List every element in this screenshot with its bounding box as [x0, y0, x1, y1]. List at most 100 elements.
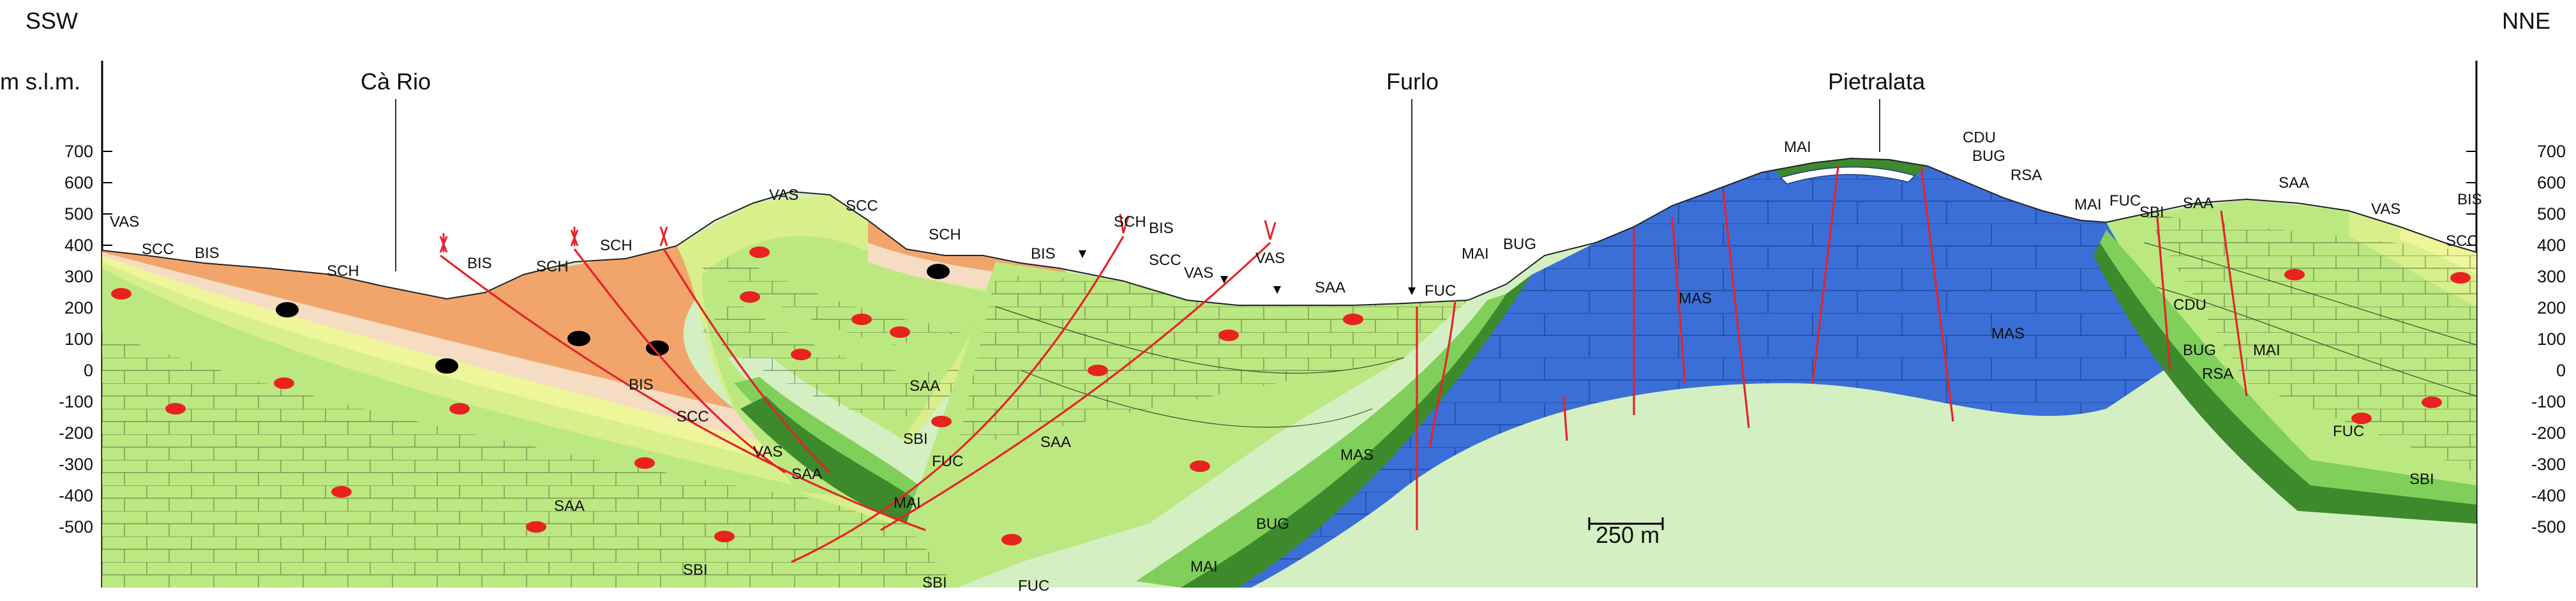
formation-label: BIS [1149, 220, 1174, 237]
triangle-marker-icon [1408, 287, 1416, 295]
furlo-west-flank [906, 262, 1532, 588]
axis-tick-label: 500 [2537, 204, 2566, 224]
axis-tick-label: -100 [2531, 392, 2566, 411]
formation-label: VAS [769, 186, 798, 204]
chert-nodule [1088, 365, 1108, 376]
axis-unit-label: m s.l.m. [0, 68, 80, 95]
right-elevation-axis: 7006005004003002001000-100-200-300-400-5… [2466, 61, 2566, 588]
formation-label: MAS [1679, 290, 1712, 307]
formation-label: BIS [629, 376, 654, 393]
formation-label: BUG [2183, 342, 2216, 359]
fault-arrow-icon [570, 227, 579, 247]
axis-tick-label: 500 [64, 204, 93, 224]
formation-label: SAA [1315, 279, 1345, 296]
chert-nodule [931, 416, 952, 427]
formation-label: SCC [677, 408, 709, 425]
chert-nodule [791, 349, 811, 360]
formation-label: SCH [1114, 213, 1146, 231]
axis-tick-label: 400 [64, 236, 93, 255]
axis-tick-label: -500 [59, 517, 93, 536]
formation-label: MAI [1462, 245, 1489, 262]
fault-line [573, 248, 786, 474]
chert-nodule [2422, 397, 2442, 408]
formation-label: BUG [1503, 236, 1536, 253]
fault-arrow-icon [439, 233, 448, 253]
axis-tick-label: 400 [2537, 236, 2566, 255]
fault-arrow-icon [659, 226, 668, 247]
axis-tick-label: -500 [2531, 517, 2566, 536]
formation-label: VAS [753, 443, 783, 460]
locality-furlo: Furlo [1386, 68, 1439, 95]
fault-line [1562, 395, 1568, 441]
chert-nodules [111, 247, 2471, 545]
formation-label: SCH [536, 258, 569, 275]
scale-bar: 250 m [1588, 517, 1664, 548]
axis-tick-label: 300 [64, 267, 93, 286]
formation-label: SAA [554, 498, 585, 515]
formation-label: FUC [2333, 423, 2364, 440]
formation-label: BIS [467, 255, 492, 272]
formation-label: SAA [1040, 434, 1071, 451]
black-nodule [567, 331, 590, 346]
strata [102, 158, 2476, 588]
axis-tick-label: 700 [64, 142, 93, 161]
chert-nodule [1190, 460, 1210, 472]
triangle-marker-icon [1079, 250, 1086, 258]
formation-label: BUG [1972, 148, 2005, 165]
formation-label: BIS [2457, 191, 2482, 208]
faults [440, 165, 2248, 563]
axis-tick-label: 0 [2556, 361, 2566, 380]
ca-rio-syncline [102, 246, 957, 588]
formation-label: MAI [894, 494, 921, 512]
fault-line [440, 254, 926, 531]
axis-tick-label: -300 [59, 455, 93, 474]
formation-label: SBI [2139, 204, 2164, 221]
formation-label: VAS [1255, 250, 1285, 267]
axis-tick-label: 0 [84, 361, 93, 380]
formation-label: SAA [910, 377, 940, 395]
chert-nodule [1343, 314, 1363, 325]
formation-label: FUC [2109, 192, 2141, 209]
formation-label: VAS [2371, 201, 2400, 218]
axis-tick-label: -300 [2531, 455, 2566, 474]
axis-tick-label: 300 [2537, 267, 2566, 286]
axis-tick-label: -200 [2531, 423, 2566, 443]
ne-syncline [2081, 199, 2476, 588]
formation-label: MAI [2253, 342, 2280, 359]
fault-line [663, 248, 831, 474]
axis-tick-label: 700 [2537, 142, 2566, 161]
chert-nodule [749, 247, 770, 258]
formation-label: SCC [2446, 232, 2478, 250]
orientation-right: NNE [2502, 8, 2550, 34]
formation-label: SAA [791, 466, 822, 483]
chert-nodule [851, 314, 872, 325]
black-nodule [276, 302, 299, 317]
orientation-left: SSW [26, 8, 78, 34]
axis-tick-label: 100 [64, 330, 93, 349]
topographic-profile [101, 157, 2477, 306]
formation-label: SBI [2409, 471, 2434, 488]
scale-bar-label: 250 m [1596, 522, 1659, 548]
fault-line [880, 241, 1271, 531]
chert-nodule [714, 531, 735, 542]
fault-line [2156, 217, 2171, 371]
formation-label: SCH [600, 237, 633, 254]
fault-line [1428, 300, 1456, 448]
formation-label: BUG [1256, 515, 1289, 533]
formation-label: BIS [1031, 245, 1056, 262]
formation-label: SBI [683, 561, 708, 579]
formation-label: CDU [1963, 129, 1996, 146]
fault-arrow-icon [1119, 213, 1130, 234]
chert-nodule [740, 291, 760, 303]
formation-label: FUC [932, 453, 963, 470]
left-elevation-axis: 7006005004003002001000-100-200-300-400-5… [59, 61, 112, 588]
axis-tick-label: 200 [64, 298, 93, 317]
axis-tick-label: -100 [59, 392, 93, 411]
formation-label: SCC [142, 241, 174, 258]
formation-label: SBI [922, 574, 947, 591]
formation-label: MAI [2074, 196, 2102, 213]
fault-line [1920, 167, 1954, 422]
formation-label: SCH [929, 226, 961, 243]
formation-label: MAI [1784, 139, 1811, 156]
formation-label: VAS [110, 213, 139, 231]
